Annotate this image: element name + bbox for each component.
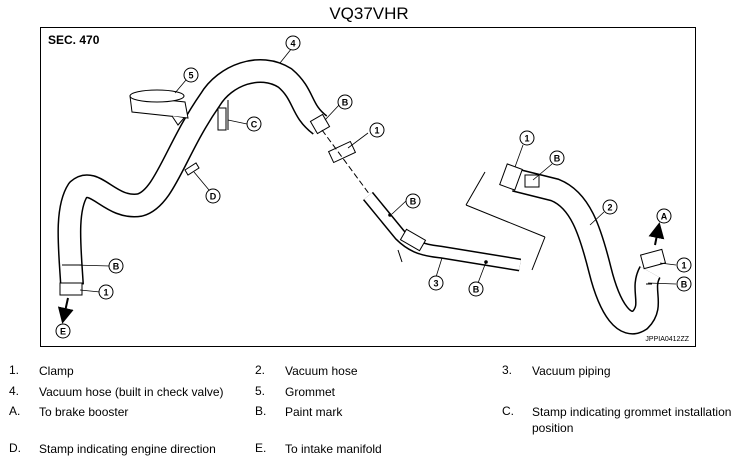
legend-key: C.	[502, 404, 514, 418]
connector-outline	[465, 171, 546, 271]
callout-1: 1	[524, 134, 529, 144]
vacuum-piping-3	[362, 191, 522, 272]
legend-text: Grommet	[285, 385, 336, 399]
callout-b: B	[113, 262, 120, 272]
page-title: VQ37VHR	[329, 4, 409, 23]
diagram-frame: SEC. 470 JPPIA0412ZZ	[40, 27, 696, 347]
callout-4: 4	[290, 39, 295, 49]
callout-1: 1	[374, 126, 379, 136]
legend-key: D.	[9, 441, 21, 455]
figure-id: JPPIA0412ZZ	[645, 336, 689, 343]
section-label: SEC. 470	[48, 33, 100, 47]
leader-lines	[73, 47, 677, 293]
callout-b: B	[681, 280, 688, 290]
callout-b: B	[473, 285, 480, 295]
legend-key: 4.	[9, 384, 20, 398]
legend-text: Stamp indicating grommet installation po…	[532, 405, 732, 435]
callout-b: B	[410, 197, 417, 207]
legend-key: 3.	[502, 363, 513, 377]
legend-text: Paint mark	[285, 405, 343, 419]
legend-text: Vacuum hose (built in check valve)	[39, 385, 224, 399]
callout-d: D	[210, 192, 217, 202]
legend-key: B.	[255, 404, 267, 418]
callout-1: 1	[681, 261, 686, 271]
legend-key: E.	[255, 441, 267, 455]
legend-key: 1.	[9, 363, 20, 377]
arrow-to-intake	[57, 297, 74, 324]
callout-3: 3	[433, 279, 438, 289]
callout-b: B	[554, 154, 561, 164]
legend-key: 2.	[255, 363, 266, 377]
legend-text: To intake manifold	[285, 442, 382, 456]
legend-text: To brake booster	[39, 405, 129, 419]
callout-circles	[55, 35, 692, 339]
callout-c: C	[251, 120, 258, 130]
callout-labels: 4 5 B C 1 D B 3 B B 1 E 1 B 2 A 1 B	[60, 39, 688, 337]
legend-text: Vacuum piping	[532, 364, 611, 378]
callout-e: E	[60, 327, 66, 337]
legend-key: A.	[9, 404, 21, 418]
vacuum-hose-2	[512, 168, 662, 335]
legend-text: Vacuum hose	[285, 364, 358, 378]
legend-key: 5.	[255, 384, 266, 398]
grommet-5	[129, 89, 189, 126]
callout-1: 1	[103, 288, 108, 298]
callout-b: B	[342, 98, 349, 108]
hose-diagram: 4 5 B C 1 D B 3 B B 1 E 1 B 2 A 1 B	[55, 35, 692, 339]
legend-text: Clamp	[39, 364, 74, 378]
legend-text: Stamp indicating engine direction	[39, 442, 216, 456]
callout-5: 5	[188, 71, 193, 81]
arrow-to-booster	[648, 222, 665, 246]
callout-a: A	[661, 212, 668, 222]
vacuum-hose-4	[57, 59, 328, 286]
callout-2: 2	[607, 203, 612, 213]
